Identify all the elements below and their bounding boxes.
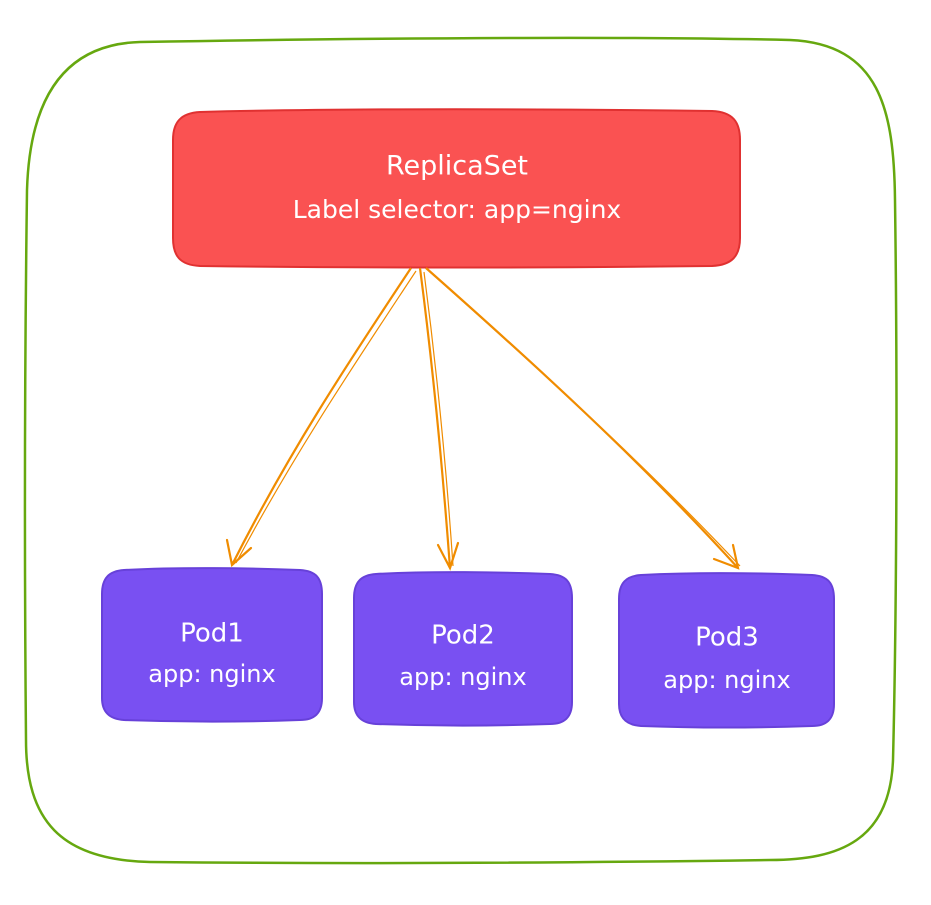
pod-name: Pod2 (431, 621, 495, 651)
arrows (225, 267, 741, 571)
pod-label: app: nginx (148, 660, 275, 688)
pod-node[interactable]: Pod3 app: nginx (618, 572, 835, 729)
cluster-boundary (23, 36, 898, 865)
pod-node[interactable]: Pod2 app: nginx (353, 571, 573, 727)
pod-box (353, 571, 573, 727)
replicaset-selector: Label selector: app=nginx (293, 195, 621, 224)
arrow-to-pod2 (418, 267, 460, 571)
pod-name: Pod1 (180, 619, 244, 649)
pod-label: app: nginx (663, 666, 790, 694)
arrow-to-pod3 (425, 267, 741, 570)
pod-box (101, 567, 323, 723)
pod-box (618, 572, 835, 729)
replicaset-node[interactable]: ReplicaSet Label selector: app=nginx (172, 108, 741, 269)
replicaset-box (172, 108, 741, 269)
pod-name: Pod3 (695, 623, 759, 653)
arrow-to-pod1 (225, 267, 417, 568)
replicaset-title: ReplicaSet (386, 151, 528, 182)
pod-node[interactable]: Pod1 app: nginx (101, 567, 323, 723)
pod-label: app: nginx (399, 663, 526, 691)
